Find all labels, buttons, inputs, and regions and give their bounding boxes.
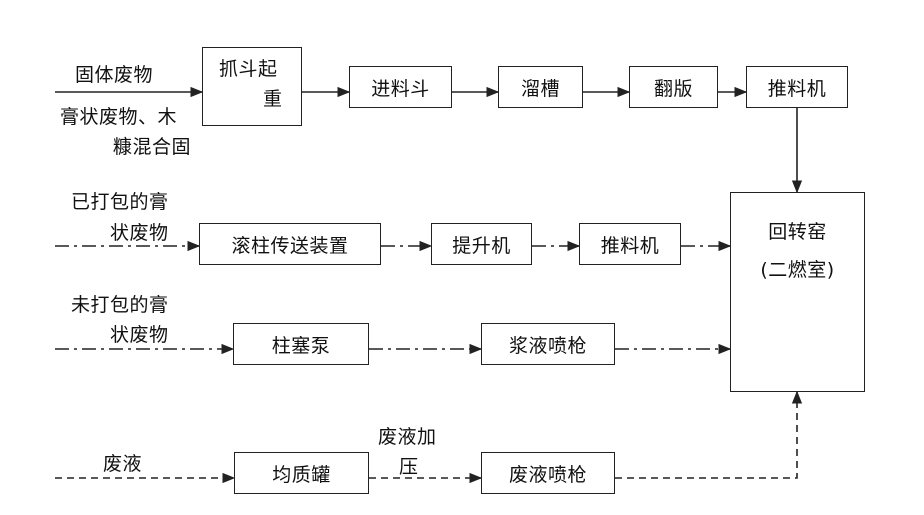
pusher-top-label: 推料机 (767, 77, 827, 100)
arrow-liquid-gun-to-kiln (615, 390, 803, 479)
pusher-mid-label: 推料机 (600, 234, 660, 257)
label-unpacked-paste-line1: 未打包的膏 (71, 294, 169, 316)
rotary-kiln-box: 回转窑 (二燃室) (730, 192, 865, 392)
feed-hopper-box: 进料斗 (349, 66, 452, 108)
homogenizer-box: 均质罐 (234, 452, 369, 494)
label-packed-paste-line2: 状废物 (110, 222, 169, 244)
grab-bucket-crane-box: 抓斗起 重 (202, 47, 302, 126)
label-paste-mix-line1: 膏状废物、木 (60, 106, 178, 128)
chute-label: 溜槽 (520, 77, 560, 100)
slurry-gun-box: 浆液喷枪 (481, 323, 615, 365)
label-pressurize-line2: 压 (399, 456, 419, 478)
grab-bucket-line1: 抓斗起 (219, 58, 278, 80)
label-unpacked-paste-line2: 状废物 (110, 324, 169, 346)
homogenizer-label: 均质罐 (272, 463, 331, 486)
label-paste-mix-line2: 糠混合固 (113, 136, 192, 158)
flap-box: 翻版 (629, 66, 718, 108)
grab-bucket-line2: 重 (263, 88, 283, 110)
label-packed-paste-line1: 已打包的膏 (71, 191, 169, 213)
plunger-pump-label: 柱塞泵 (271, 334, 331, 357)
label-pressurize-line1: 废液加 (378, 426, 437, 448)
pusher-mid-box: 推料机 (579, 223, 681, 265)
plunger-pump-box: 柱塞泵 (233, 323, 369, 365)
liquid-gun-label: 废液喷枪 (508, 463, 587, 486)
kiln-line1: 回转窑 (768, 221, 827, 243)
slurry-gun-label: 浆液喷枪 (508, 334, 587, 357)
flap-label: 翻版 (653, 77, 693, 100)
liquid-gun-box: 废液喷枪 (481, 452, 615, 494)
label-solid-waste: 固体废物 (75, 64, 154, 86)
label-waste-liquid: 废液 (103, 453, 143, 475)
elevator-label: 提升机 (452, 234, 511, 257)
chute-box: 溜槽 (498, 66, 583, 108)
elevator-box: 提升机 (431, 223, 532, 265)
pusher-top-box: 推料机 (746, 66, 848, 108)
roller-conveyor-label: 滚柱传送装置 (231, 234, 349, 257)
roller-conveyor-box: 滚柱传送装置 (199, 223, 381, 265)
kiln-line2: (二燃室) (760, 259, 835, 281)
feed-hopper-label: 进料斗 (371, 77, 430, 100)
